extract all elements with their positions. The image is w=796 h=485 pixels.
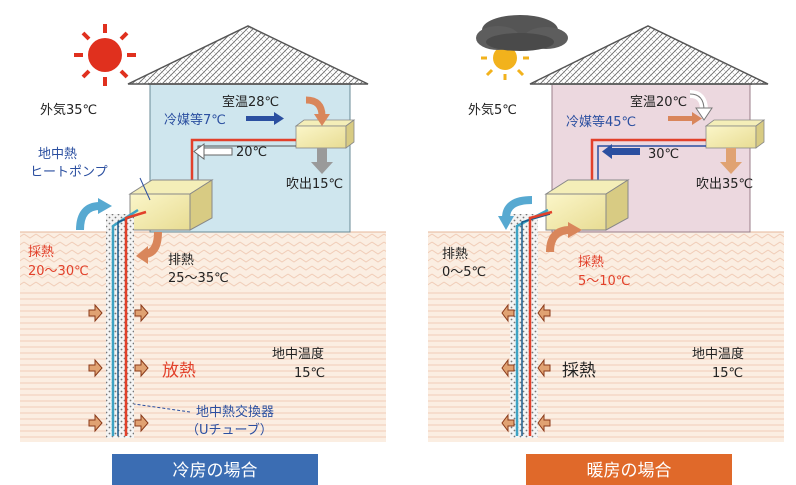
- cooling-outside-air: 外気35℃: [40, 102, 97, 118]
- heating-exhaust-heat-range: 0～5℃: [442, 265, 486, 280]
- cooling-refrigerant: 冷媒等7℃: [164, 112, 226, 128]
- cooling-collect-heat-range: 20～30℃: [28, 264, 89, 279]
- cooling-exhaust-heat-range: 25～35℃: [168, 271, 229, 286]
- heating-caption-box: [526, 454, 732, 485]
- heating-room-temp: 室温20℃: [630, 94, 687, 110]
- heating-refrigerant: 冷媒等45℃: [566, 114, 636, 130]
- heating-ground-temp-label: 地中温度: [692, 346, 744, 362]
- cooling-caption-box: [112, 454, 318, 485]
- cooling-heat-pump-label-2: ヒートポンプ: [30, 165, 108, 180]
- cooling-outlet: 吹出15℃: [286, 177, 343, 192]
- cooling-indoor-unit: [294, 119, 356, 149]
- sun-icon: [74, 24, 136, 86]
- cooling-caption: 冷房の場合: [173, 461, 258, 481]
- cooling-exchanger-label-1: 地中熱交換器: [196, 404, 274, 420]
- cooling-room-temp: 室温28℃: [222, 94, 279, 110]
- heating-indoor-unit: [704, 119, 766, 149]
- heating-ground: [428, 290, 784, 442]
- heating-panel: 外気5℃ 室温20℃ 冷媒等45℃ 30℃ 吹出35℃ 排熱 0～5℃ 採熱 5…: [428, 15, 784, 485]
- cooling-collect-heat-label: 採熱: [28, 245, 54, 260]
- cooling-exhaust-heat-label: 排熱: [168, 253, 194, 268]
- cooling-ground-temp-label: 地中温度: [272, 346, 324, 362]
- heating-borehole: [510, 214, 538, 438]
- heating-ground-surface: [428, 232, 784, 292]
- heating-collect-arrows: [501, 303, 551, 433]
- cooling-ground-surface: [20, 232, 386, 292]
- cooling-house-roof: [127, 25, 369, 85]
- heating-collect-heat-label: 採熱: [578, 255, 604, 270]
- cooling-borehole: [106, 214, 134, 438]
- cooling-return-temp: 20℃: [236, 145, 267, 160]
- heating-outlet: 吹出35℃: [696, 177, 753, 192]
- heating-exhaust-heat-label: 排熱: [442, 247, 468, 262]
- heating-collect-label: 採熱: [562, 361, 596, 381]
- cooling-radiate-label: 放熱: [162, 361, 196, 381]
- heating-return-temp: 30℃: [648, 147, 679, 162]
- heating-heat-pump-unit: [544, 179, 630, 231]
- cooling-exchanger-label-2: （Uチューブ）: [186, 422, 273, 438]
- cooling-heat-pump-unit: [128, 179, 214, 231]
- heating-ground-temp-value: 15℃: [712, 366, 743, 381]
- heating-collect-heat-range: 5～10℃: [578, 274, 630, 289]
- cooling-ground: [20, 290, 386, 442]
- cooling-ground-temp-value: 15℃: [294, 366, 325, 381]
- heating-outside-air: 外気5℃: [468, 102, 517, 118]
- cooling-radiate-arrows: [88, 303, 149, 433]
- cloud-sun-icon: [476, 15, 568, 80]
- heating-caption: 暖房の場合: [587, 461, 672, 481]
- cooling-panel: 外気35℃ 室温28℃ 冷媒等7℃ 20℃ 吹出15℃ 地中熱 ヒートポンプ 採…: [20, 24, 386, 485]
- cooling-heat-pump-label-1: 地中熱: [38, 147, 77, 162]
